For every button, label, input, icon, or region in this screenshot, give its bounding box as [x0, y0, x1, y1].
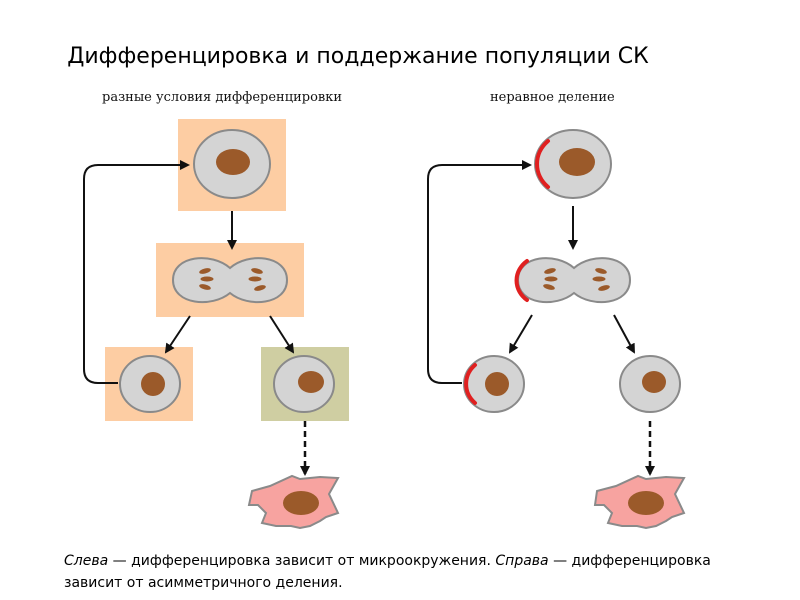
caption-right-text: — дифференцировка зависит от асимметричн…: [64, 553, 711, 591]
arrow-split-right-b: [613, 314, 635, 354]
page-title: Дифференцировка и поддержание популяции …: [67, 44, 649, 69]
dividing-cell-left: [171, 257, 289, 304]
caption-left-text: — дифференцировка зависит от микроокруже…: [108, 553, 496, 569]
figure-caption: Слева — дифференцировка зависит от микро…: [64, 550, 754, 594]
left-panel-label: разные условия дифференцировки: [102, 90, 343, 105]
caption-right-label: Справа: [495, 553, 549, 569]
left-panel: [83, 119, 349, 530]
arrow-self-renewal-left: [83, 160, 190, 384]
daughter-stem-cell-left: [119, 355, 181, 413]
differentiated-cell-left: [247, 474, 340, 530]
polarity-marker-daughter: [464, 363, 477, 405]
arrow-self-renewal-right: [427, 160, 532, 384]
arrow-split-left-a: [164, 315, 191, 354]
committed-cell-left: [273, 355, 335, 413]
dividing-cell-right: [514, 257, 632, 304]
right-panel-label: неравное деление: [490, 90, 615, 105]
right-panel: [427, 129, 686, 530]
daughter-stem-cell-right: [463, 355, 525, 413]
stem-cell-top-right: [534, 129, 612, 199]
arrow-split-right-a: [508, 314, 533, 354]
differentiated-cell-right: [593, 474, 686, 530]
stem-cell-top: [193, 129, 271, 199]
polarity-marker-top: [535, 139, 550, 189]
arrow-split-left-b: [269, 315, 295, 354]
committed-cell-right: [619, 355, 681, 413]
polarity-marker-dividing: [514, 259, 529, 302]
caption-left-label: Слева: [64, 553, 109, 569]
